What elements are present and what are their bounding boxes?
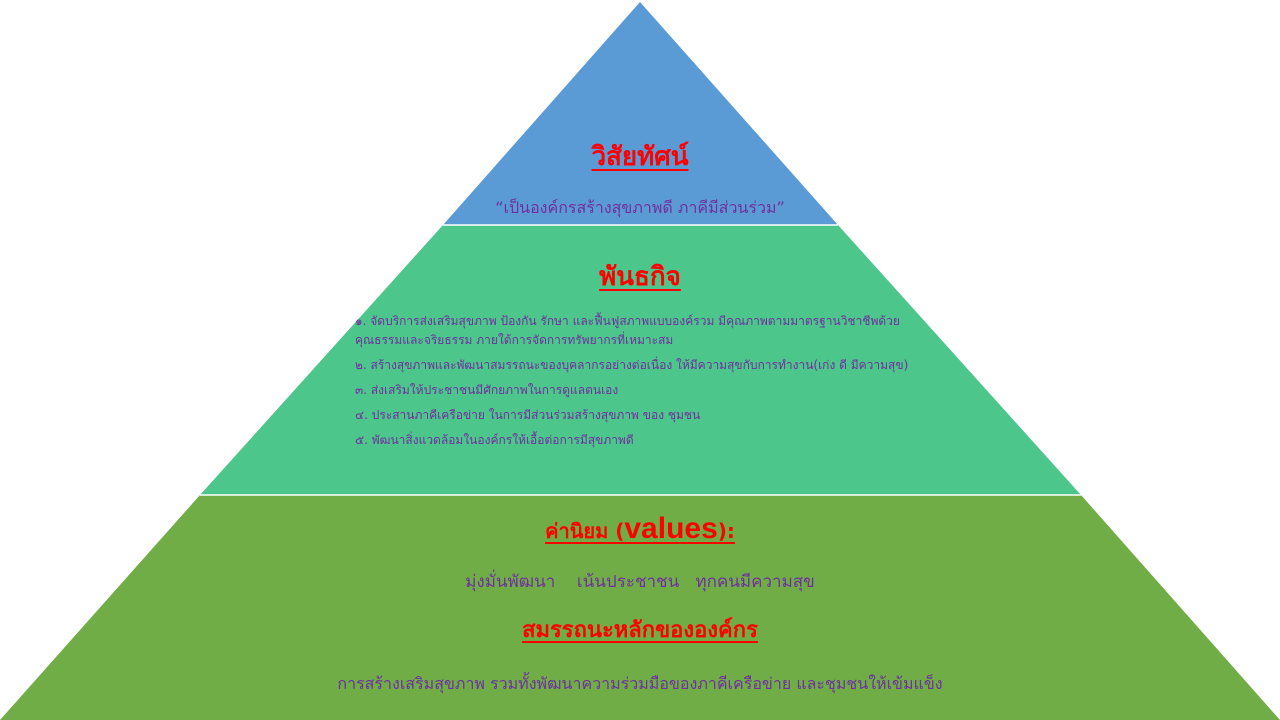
pyramid-top-layer	[443, 2, 838, 225]
core-competency-title: สมรรถนะหลักขององค์กร	[522, 618, 758, 643]
values-title-latin: values	[624, 512, 718, 545]
core-competency-statement: การสร้างเสริมสุขภาพ รวมทั้งพัฒนาความร่วม…	[337, 674, 943, 693]
pyramid-middle-layer	[200, 225, 1081, 495]
mission-item: ๔. ประสานภาคีเครือข่าย ในการมีส่วนร่วมสร…	[355, 408, 701, 422]
values-statement: มุ่งมั่นพัฒนา เน้นประชาชน ทุกคนมีความสุข	[465, 572, 815, 592]
mission-item: ๓. ส่งเสริมให้ประชาชนมีศักยภาพในการดูแลต…	[355, 383, 619, 397]
mission-item: ๑. จัดบริการส่งเสริมสุขภาพ ป้องกัน รักษา…	[355, 314, 900, 347]
vision-statement: “เป็นองค์กรสร้างสุขภาพดี ภาคีมีส่วนร่วม”	[495, 198, 785, 217]
mission-title: พันธกิจ	[599, 262, 681, 292]
values-title-suffix: ):	[717, 519, 735, 543]
mission-list: ๑. จัดบริการส่งเสริมสุขภาพ ป้องกัน รักษา…	[355, 312, 915, 456]
pyramid-bottom-layer	[0, 495, 1280, 720]
values-title: ค่านิยม (values):	[440, 512, 840, 547]
mission-item: ๒. สร้างสุขภาพและพัฒนาสมรรถนะของบุคลากรอ…	[355, 358, 909, 372]
values-title-prefix: ค่านิยม (	[545, 519, 625, 543]
mission-item: ๕. พัฒนาสิ่งแวดล้อมในองค์กรให้เอื้อต่อกา…	[355, 433, 634, 447]
vision-title: วิสัยทัศน์	[591, 142, 689, 172]
